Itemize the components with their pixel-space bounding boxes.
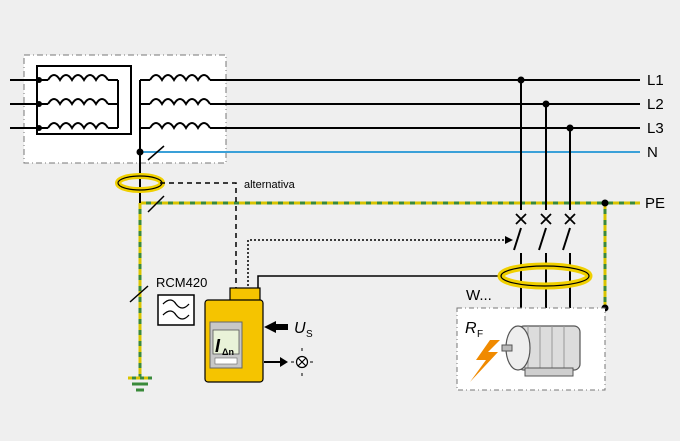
label-n: N [647, 144, 658, 161]
us-arrow [264, 321, 288, 333]
us-main: U [294, 320, 306, 337]
rf-sub: F [477, 329, 483, 340]
idn-main: I [215, 336, 221, 356]
device-name: RCM420 [156, 275, 207, 290]
lightning-icon [470, 340, 500, 382]
rcm420-device: I Δn [204, 287, 264, 383]
ground-icon [128, 376, 152, 392]
label-l1: L1 [647, 72, 664, 89]
transformer-icon [10, 54, 227, 164]
signal-lamp-icon [291, 348, 313, 376]
motor-icon [501, 325, 581, 377]
control-line [247, 239, 505, 290]
label-l2: L2 [647, 96, 664, 113]
idn-sub: Δn [222, 347, 234, 357]
pe-conductor [138, 199, 640, 378]
rf-main: R [465, 320, 477, 337]
alternative-connection [160, 182, 237, 290]
label-pe: PE [645, 195, 665, 212]
signal-wave-icon [157, 294, 195, 326]
motor-id: W... [466, 287, 492, 304]
alternative-label: alternativa [244, 179, 296, 191]
label-l3: L3 [647, 120, 664, 137]
us-sub: S [306, 329, 313, 340]
